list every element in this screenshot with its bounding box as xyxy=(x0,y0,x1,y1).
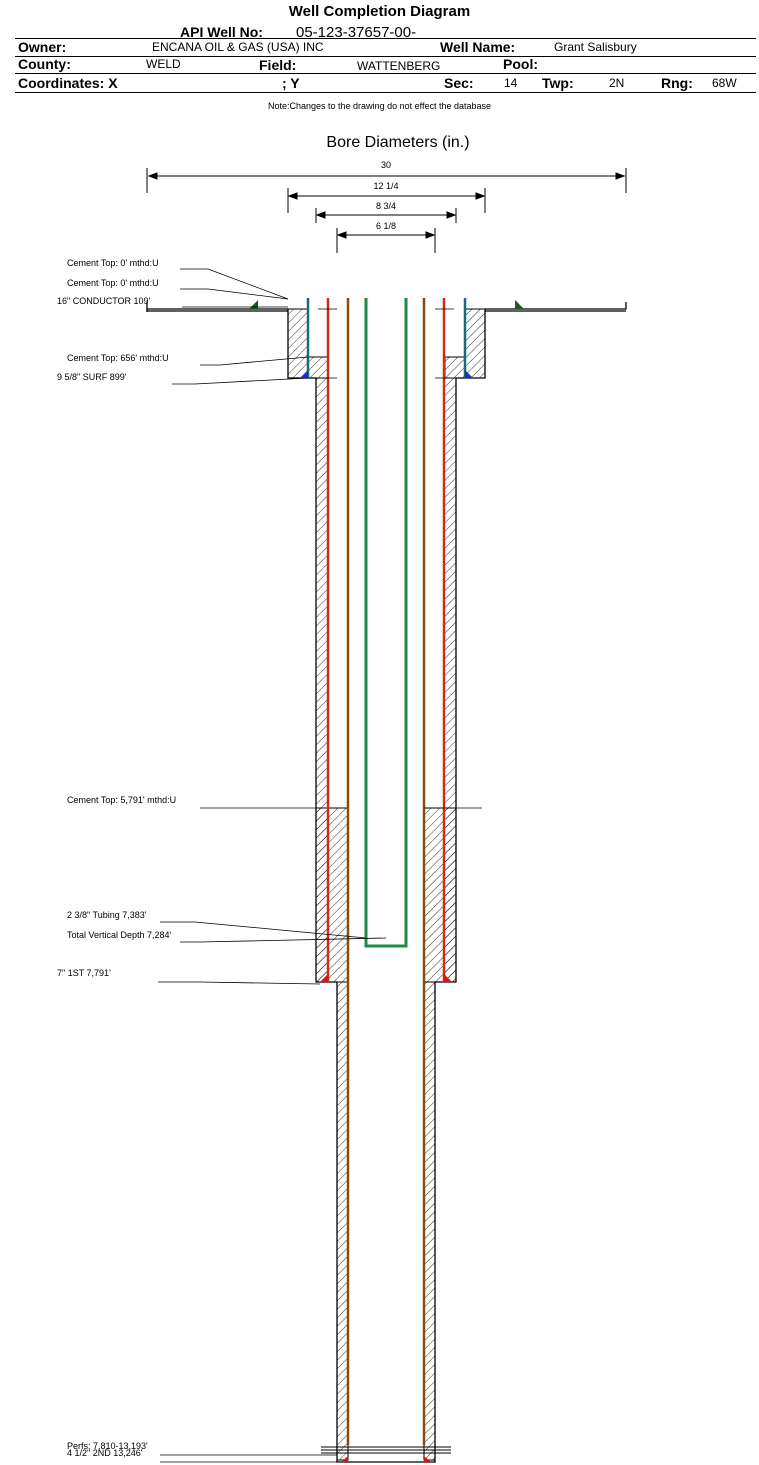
casing-shoe-markers xyxy=(249,300,524,1462)
annotation-second-string: 4 1/2" 2ND 13,246' xyxy=(67,1448,143,1458)
annotation-tubing: 2 3/8" Tubing 7,383' xyxy=(67,910,147,920)
annotation-cement-top-2: Cement Top: 0' mthd:U xyxy=(67,278,159,288)
rng-label: Rng: xyxy=(661,75,693,91)
production-casing xyxy=(346,298,426,1445)
twp-value: 2N xyxy=(609,76,625,90)
annotation-cement-top-5791: Cement Top: 5,791' mthd:U xyxy=(67,795,177,805)
county-row: County: WELD Field: WATTENBERG Pool: xyxy=(15,56,756,74)
county-label: County: xyxy=(18,56,71,72)
coordinates-label: Coordinates: X xyxy=(18,75,118,91)
rng-value: 68W xyxy=(712,76,737,90)
perforation-lines xyxy=(321,1446,451,1454)
cement-hatching xyxy=(287,308,486,1461)
bore-diameter-label-30: 30 xyxy=(380,160,391,170)
tubing-string xyxy=(364,298,408,948)
pool-label: Pool: xyxy=(503,56,538,72)
bore-diameter-dimension-lines xyxy=(146,168,627,253)
coordinates-row: Coordinates: X ; Y Sec: 14 Twp: 2N Rng: … xyxy=(15,75,756,93)
api-label: API Well No: xyxy=(180,24,263,40)
sec-label: Sec: xyxy=(444,75,474,91)
annotation-first-string: 7" 1ST 7,791' xyxy=(57,968,111,978)
sec-value: 14 xyxy=(504,76,518,90)
owner-value: ENCANA OIL & GAS (USA) INC xyxy=(152,40,324,54)
surface-casing xyxy=(326,298,446,982)
owner-label: Owner: xyxy=(18,39,67,55)
bore-diameter-label-12-1-4: 12 1/4 xyxy=(373,181,399,191)
diagram-title: Well Completion Diagram xyxy=(288,3,471,20)
bore-diameters-title: Bore Diameters (in.) xyxy=(326,134,470,151)
owner-row: Owner: ENCANA OIL & GAS (USA) INC Well N… xyxy=(15,38,756,57)
county-value: WELD xyxy=(146,57,181,71)
annotation-cement-top-1: Cement Top: 0' mthd:U xyxy=(67,258,159,268)
well-name-value: Grant Salisbury xyxy=(554,40,637,54)
coordinates-y-label: ; Y xyxy=(282,75,300,91)
annotation-surface-casing: 9 5/8" SURF 899' xyxy=(57,372,127,382)
api-value: 05-123-37657-00- xyxy=(296,24,417,41)
annotation-total-vertical-depth: Total Vertical Depth 7,284' xyxy=(67,930,172,940)
conductor-casing xyxy=(306,298,467,378)
annotation-cement-top-656: Cement Top: 656' mthd:U xyxy=(67,353,169,363)
well-name-label: Well Name: xyxy=(440,39,516,55)
well-info-table: API Well No: 05-123-37657-00- Owner: ENC… xyxy=(15,24,756,93)
field-label: Field: xyxy=(259,57,297,73)
annotation-leader-lines xyxy=(158,268,482,1463)
borehole-outline xyxy=(146,302,627,1463)
bore-diameter-label-8-3-4: 8 3/4 xyxy=(375,201,397,211)
bore-diameter-label-6-1-8: 6 1/8 xyxy=(375,221,397,231)
annotation-perfs: Perfs: 7,810-13,193' xyxy=(67,1441,148,1451)
field-value: WATTENBERG xyxy=(357,59,441,73)
twp-label: Twp: xyxy=(542,75,574,91)
drawing-note: Note:Changes to the drawing do not effec… xyxy=(268,101,491,111)
annotation-conductor: 16" CONDUCTOR 109' xyxy=(57,296,151,306)
